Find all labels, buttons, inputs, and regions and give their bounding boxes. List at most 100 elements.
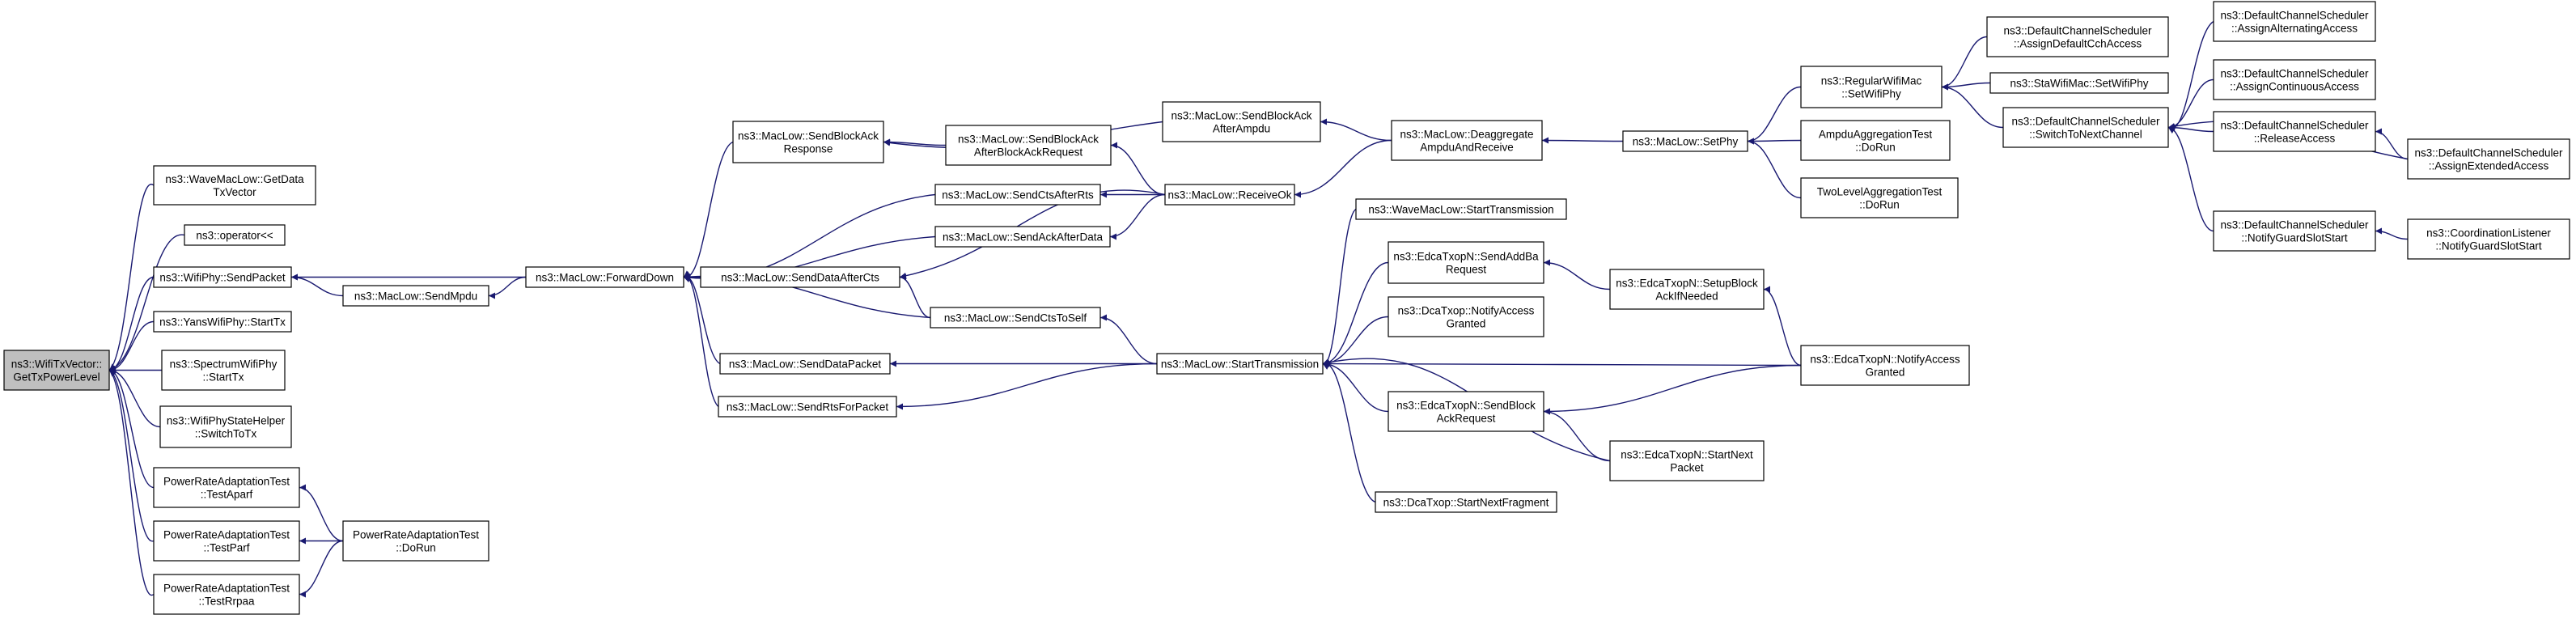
edge-deaggregate-to-receiveok <box>1294 139 1392 198</box>
node-label: ns3::WaveMacLow::StartTransmission <box>1368 204 1553 216</box>
node-dcs-switchtonext[interactable]: ns3::DefaultChannelScheduler::SwitchToNe… <box>2002 107 2169 148</box>
node-senddataaftercts[interactable]: ns3::MacLow::SendDataAfterCts <box>700 266 900 288</box>
edge-setphy-to-deaggregate <box>1541 137 1624 144</box>
edge-sendctstoself-to-senddataaftercts <box>899 273 931 319</box>
edge-testparf-to-root <box>108 369 155 542</box>
node-label: AfterBlockAckRequest <box>974 146 1083 159</box>
call-edges <box>108 20 2409 598</box>
node-dcs-assigndefault[interactable]: ns3::DefaultChannelScheduler::AssignDefa… <box>1986 16 2169 57</box>
node-dcs-assignalternating[interactable]: ns3::DefaultChannelScheduler::AssignAlte… <box>2213 1 2376 42</box>
node-twolevel-dorun[interactable]: TwoLevelAggregationTest::DoRun <box>1800 177 1959 218</box>
node-box <box>2407 218 2570 260</box>
edge-starttransmission-to-sendctstoself <box>1099 314 1158 365</box>
edge-starttransmission-to-sendrtsforpacket <box>896 362 1158 410</box>
node-wifiphy-send[interactable]: ns3::WifiPhy::SendPacket <box>153 266 292 288</box>
node-label: ::DoRun <box>1859 199 1900 211</box>
node-operator[interactable]: ns3::operator<< <box>184 224 286 246</box>
node-box <box>1800 345 1970 386</box>
node-box <box>934 226 1111 248</box>
node-dcs-assignextended[interactable]: ns3::DefaultChannelScheduler::AssignExte… <box>2407 138 2570 180</box>
node-label: ::AssignExtendedAccess <box>2429 160 2549 172</box>
node-box <box>1391 120 1543 161</box>
node-label: ns3::MacLow::SendDataPacket <box>729 358 882 371</box>
node-dcs-assigncontinuous[interactable]: ns3::DefaultChannelScheduler::AssignCont… <box>2213 59 2376 100</box>
node-label: ns3::MacLow::SendMpdu <box>354 290 477 303</box>
node-label: GetTxPowerLevel <box>13 371 100 384</box>
node-sendackafterdata[interactable]: ns3::MacLow::SendAckAfterData <box>934 226 1111 248</box>
node-label: ns3::DefaultChannelScheduler <box>2003 25 2152 37</box>
node-sta-setwifiphy[interactable]: ns3::StaWifiMac::SetWifiPhy <box>1989 72 2169 94</box>
node-testrrpaa[interactable]: PowerRateAdaptationTest::TestRrpaa <box>153 574 300 615</box>
node-label: ns3::EdcaTxopN::StartNext <box>1621 449 1753 461</box>
node-label: PowerRateAdaptationTest <box>163 529 290 541</box>
edge-wifiphy-send-to-root <box>108 276 155 374</box>
node-label: ::TestAparf <box>201 489 253 501</box>
edge-dca-startnextfrag-to-starttransmission <box>1322 358 1376 503</box>
edge-prat-dorun-to-testrrpaa <box>299 540 344 598</box>
node-forwarddown[interactable]: ns3::MacLow::ForwardDown <box>525 266 684 288</box>
node-wave-starttx[interactable]: ns3::WaveMacLow::StartTransmission <box>1355 198 1567 220</box>
node-box <box>718 396 897 418</box>
node-label: ns3::DefaultChannelScheduler <box>2220 219 2369 231</box>
node-label: ns3::EdcaTxopN::SendAddBa <box>1393 251 1539 263</box>
node-box <box>1388 241 1544 284</box>
edge-edca-sendaddba-to-starttransmission <box>1322 261 1389 367</box>
node-label: ns3::MacLow::SendCtsAfterRts <box>942 189 1094 201</box>
node-yans-starttx[interactable]: ns3::YansWifiPhy::StartTx <box>153 311 292 333</box>
edge-sendctsafterrts-to-forwarddown <box>683 193 936 282</box>
node-sendctstoself[interactable]: ns3::MacLow::SendCtsToSelf <box>930 307 1101 329</box>
edge-wave-starttx-to-starttransmission <box>1322 208 1357 370</box>
node-label: Granted <box>1866 367 1905 379</box>
node-box <box>1164 184 1295 206</box>
node-box <box>1609 269 1765 310</box>
node-label: ns3::EdcaTxopN::SendBlock <box>1396 400 1536 412</box>
node-label: ::NotifyGuardSlotStart <box>2241 232 2348 244</box>
node-regular-setwifiphy[interactable]: ns3::RegularWifiMac::SetWifiPhy <box>1800 66 1943 108</box>
node-box <box>153 266 292 288</box>
edge-receiveok-to-sendackafterdata <box>1109 193 1166 240</box>
edge-deaggregate-to-sendbaafterampdu <box>1320 118 1392 142</box>
node-box <box>1800 120 1951 161</box>
node-box <box>525 266 684 288</box>
node-root[interactable]: ns3::WifiTxVector::GetTxPowerLevel <box>3 350 110 391</box>
node-sendctsafterrts[interactable]: ns3::MacLow::SendCtsAfterRts <box>934 184 1101 206</box>
node-box <box>1609 440 1765 481</box>
node-testparf[interactable]: PowerRateAdaptationTest::TestParf <box>153 520 300 562</box>
node-ampdu-dorun[interactable]: AmpduAggregationTest::DoRun <box>1800 120 1951 161</box>
node-label: ns3::DefaultChannelScheduler <box>2220 68 2369 80</box>
node-label: ns3::MacLow::SetPhy <box>1633 136 1739 148</box>
node-sendmpdu[interactable]: ns3::MacLow::SendMpdu <box>342 285 489 307</box>
node-box <box>1162 101 1321 142</box>
node-dcs-notifyguard[interactable]: ns3::DefaultChannelScheduler::NotifyGuar… <box>2213 210 2376 252</box>
node-label: ::NotifyGuardSlotStart <box>2435 240 2542 252</box>
node-label: ns3::CoordinationListener <box>2426 227 2551 240</box>
node-prat-dorun[interactable]: PowerRateAdaptationTest::DoRun <box>342 520 489 562</box>
node-sendrtsforpacket[interactable]: ns3::MacLow::SendRtsForPacket <box>718 396 897 418</box>
node-spectrum-starttx[interactable]: ns3::SpectrumWifiPhy::StartTx <box>161 350 286 391</box>
node-label: ns3::DcaTxop::StartNextFragment <box>1383 497 1549 509</box>
node-senddatapacket[interactable]: ns3::MacLow::SendDataPacket <box>719 353 891 375</box>
node-starttransmission[interactable]: ns3::MacLow::StartTransmission <box>1156 353 1324 375</box>
node-coord-notifyguard[interactable]: ns3::CoordinationListener::NotifyGuardSl… <box>2407 218 2570 260</box>
node-testaparf[interactable]: PowerRateAdaptationTest::TestAparf <box>153 467 300 508</box>
node-setphy[interactable]: ns3::MacLow::SetPhy <box>1622 130 1748 152</box>
node-dca-startnextfrag[interactable]: ns3::DcaTxop::StartNextFragment <box>1375 491 1557 513</box>
edge-sendblockackresp-to-forwarddown <box>683 141 734 282</box>
node-dcs-releaseaccess[interactable]: ns3::DefaultChannelScheduler::ReleaseAcc… <box>2213 111 2376 152</box>
node-label: AfterAmpdu <box>1213 123 1270 135</box>
edge-senddatapacket-to-forwarddown <box>683 271 721 365</box>
node-box <box>161 350 286 391</box>
node-receiveok[interactable]: ns3::MacLow::ReceiveOk <box>1164 184 1295 206</box>
node-sendbaafterbareq[interactable]: ns3::MacLow::SendBlockAckAfterBlockAckRe… <box>945 125 1112 166</box>
node-statehelper[interactable]: ns3::WifiPhyStateHelper::SwitchToTx <box>159 405 292 448</box>
